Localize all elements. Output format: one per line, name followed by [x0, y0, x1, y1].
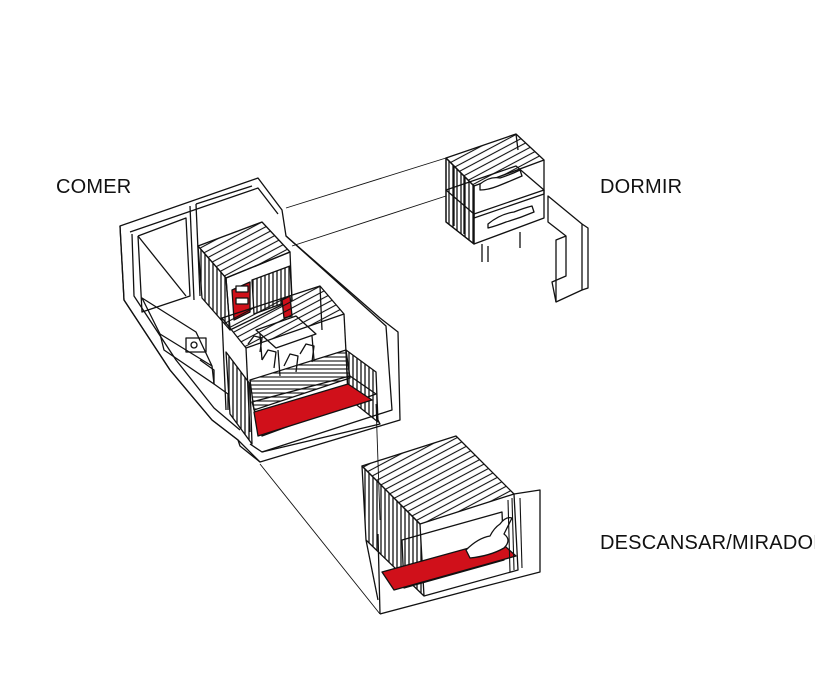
descansar-module	[361, 435, 541, 615]
connector-lines	[259, 157, 447, 615]
label-comer: COMER	[56, 176, 132, 198]
apartment-shell	[119, 177, 401, 463]
label-dormir: DORMIR	[600, 176, 683, 198]
lower-box	[225, 349, 381, 453]
dormir-module	[445, 133, 589, 303]
label-descansar-mirador: DESCANSAR/MIRADOR	[600, 532, 815, 554]
